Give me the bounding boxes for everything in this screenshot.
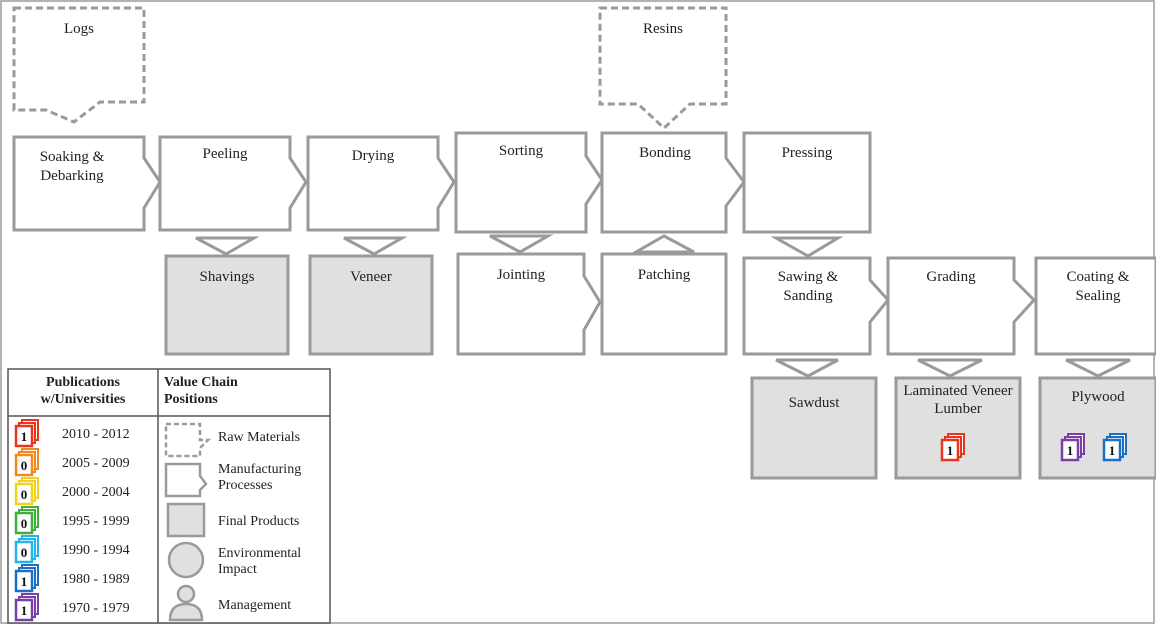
management-icon [168, 584, 204, 622]
arrow-grading-to-lvl [917, 358, 983, 378]
legend-positions-title: Value Chain Positions [164, 375, 238, 407]
legend-period-label: 1995 - 1999 [62, 514, 130, 529]
svg-text:1: 1 [21, 574, 28, 589]
arrow-patching-to-bonding [630, 234, 695, 254]
legend-period-label: 2005 - 2009 [62, 456, 130, 471]
process-peeling-label: Peeling [202, 146, 248, 162]
lvl-publication-badge: 1 [940, 433, 965, 462]
raw-material-resins-label: Resins [642, 21, 683, 37]
legend-period-label: 1980 - 1989 [62, 572, 130, 587]
process-patching-label: Patching [637, 267, 691, 283]
legend-period-label: 1990 - 1994 [62, 543, 130, 558]
legend-period-label: 2000 - 2004 [62, 485, 130, 500]
process-jointing-shape [456, 252, 602, 356]
arrow-sawing-to-sawdust [775, 358, 839, 378]
raw-materials-icon [164, 422, 212, 458]
process-grading-label: Grading [926, 269, 976, 285]
arrow-pressing-to-sawing [770, 236, 844, 258]
legend-badge-1990-1994: 0 [14, 535, 39, 564]
legend-publications-title: Publications w/Universities [40, 375, 126, 407]
legend-position-label: Manufacturing Processes [218, 462, 302, 493]
svg-text:0: 0 [21, 487, 28, 502]
product-plywood-shape [1038, 376, 1156, 480]
arrow-peeling-to-shavings [195, 236, 260, 256]
product-shavings-label: Shavings [199, 269, 255, 285]
legend-period-label: 1970 - 1979 [62, 601, 130, 616]
process-bonding-label: Bonding [639, 145, 691, 161]
svg-text:1: 1 [1067, 443, 1074, 458]
process-drying-label: Drying [351, 148, 395, 164]
svg-text:1: 1 [1109, 443, 1116, 458]
raw-material-logs-label: Logs [64, 21, 94, 37]
plywood-publication-badge: 1 [1102, 433, 1127, 462]
product-lvl-shape [894, 376, 1022, 480]
legend-badge-2010-2012: 1 [14, 419, 39, 448]
arrow-sorting-to-jointing [489, 234, 554, 254]
process-soaking-label: Soaking & Debarking [39, 149, 105, 184]
svg-text:0: 0 [21, 516, 28, 531]
plywood-publication-badge: 1 [1060, 433, 1085, 462]
product-shavings-shape [164, 254, 290, 356]
legend-badge-1980-1989: 1 [14, 564, 39, 593]
process-grading-shape [886, 256, 1037, 356]
product-veneer-shape [308, 254, 434, 356]
legend-badge-2000-2004: 0 [14, 477, 39, 506]
svg-text:0: 0 [21, 458, 28, 473]
process-sorting-shape [454, 131, 604, 234]
environmental-impact-icon [167, 541, 205, 579]
arrow-drying-to-veneer [343, 236, 408, 256]
legend-badge-1995-1999: 0 [14, 506, 39, 535]
process-patching-shape [600, 252, 728, 356]
legend-position-label: Final Products [218, 514, 300, 529]
process-jointing-label: Jointing [496, 267, 546, 283]
legend-period-label: 2010 - 2012 [62, 427, 130, 442]
process-peeling-shape [158, 135, 308, 232]
process-sorting-label: Sorting [498, 143, 544, 159]
product-veneer-label: Veneer [350, 269, 392, 285]
process-bonding-shape [600, 131, 746, 234]
product-plywood-label: Plywood [1071, 389, 1125, 405]
process-soaking-shape [12, 135, 162, 232]
svg-text:0: 0 [21, 545, 28, 560]
svg-text:1: 1 [21, 603, 28, 618]
legend-position-label: Raw Materials [218, 430, 301, 445]
process-sawing-shape [742, 256, 890, 356]
legend-position-label: Management [218, 598, 292, 613]
product-lvl-label: Laminated Veneer Lumber [903, 383, 1013, 417]
process-sawing-label: Sawing & Sanding [777, 269, 839, 304]
legend-position-label: Environmental Impact [218, 546, 302, 577]
svg-text:1: 1 [21, 429, 28, 444]
process-drying-shape [306, 135, 456, 232]
svg-text:1: 1 [947, 443, 954, 458]
process-coating-shape [1034, 256, 1156, 356]
product-sawdust-label: Sawdust [788, 395, 840, 411]
raw-material-resins-shape [598, 6, 728, 131]
raw-material-logs-shape [12, 6, 146, 124]
manufacturing-process-icon [164, 462, 208, 498]
process-pressing-label: Pressing [781, 145, 833, 161]
process-coating-label: Coating & Sealing [1066, 269, 1130, 304]
arrow-coating-to-plywood [1065, 358, 1131, 378]
product-sawdust-shape [750, 376, 878, 480]
legend-badge-1970-1979: 1 [14, 593, 39, 622]
legend-badge-2005-2009: 0 [14, 448, 39, 477]
process-pressing-shape [742, 131, 872, 234]
final-product-icon [166, 502, 206, 538]
